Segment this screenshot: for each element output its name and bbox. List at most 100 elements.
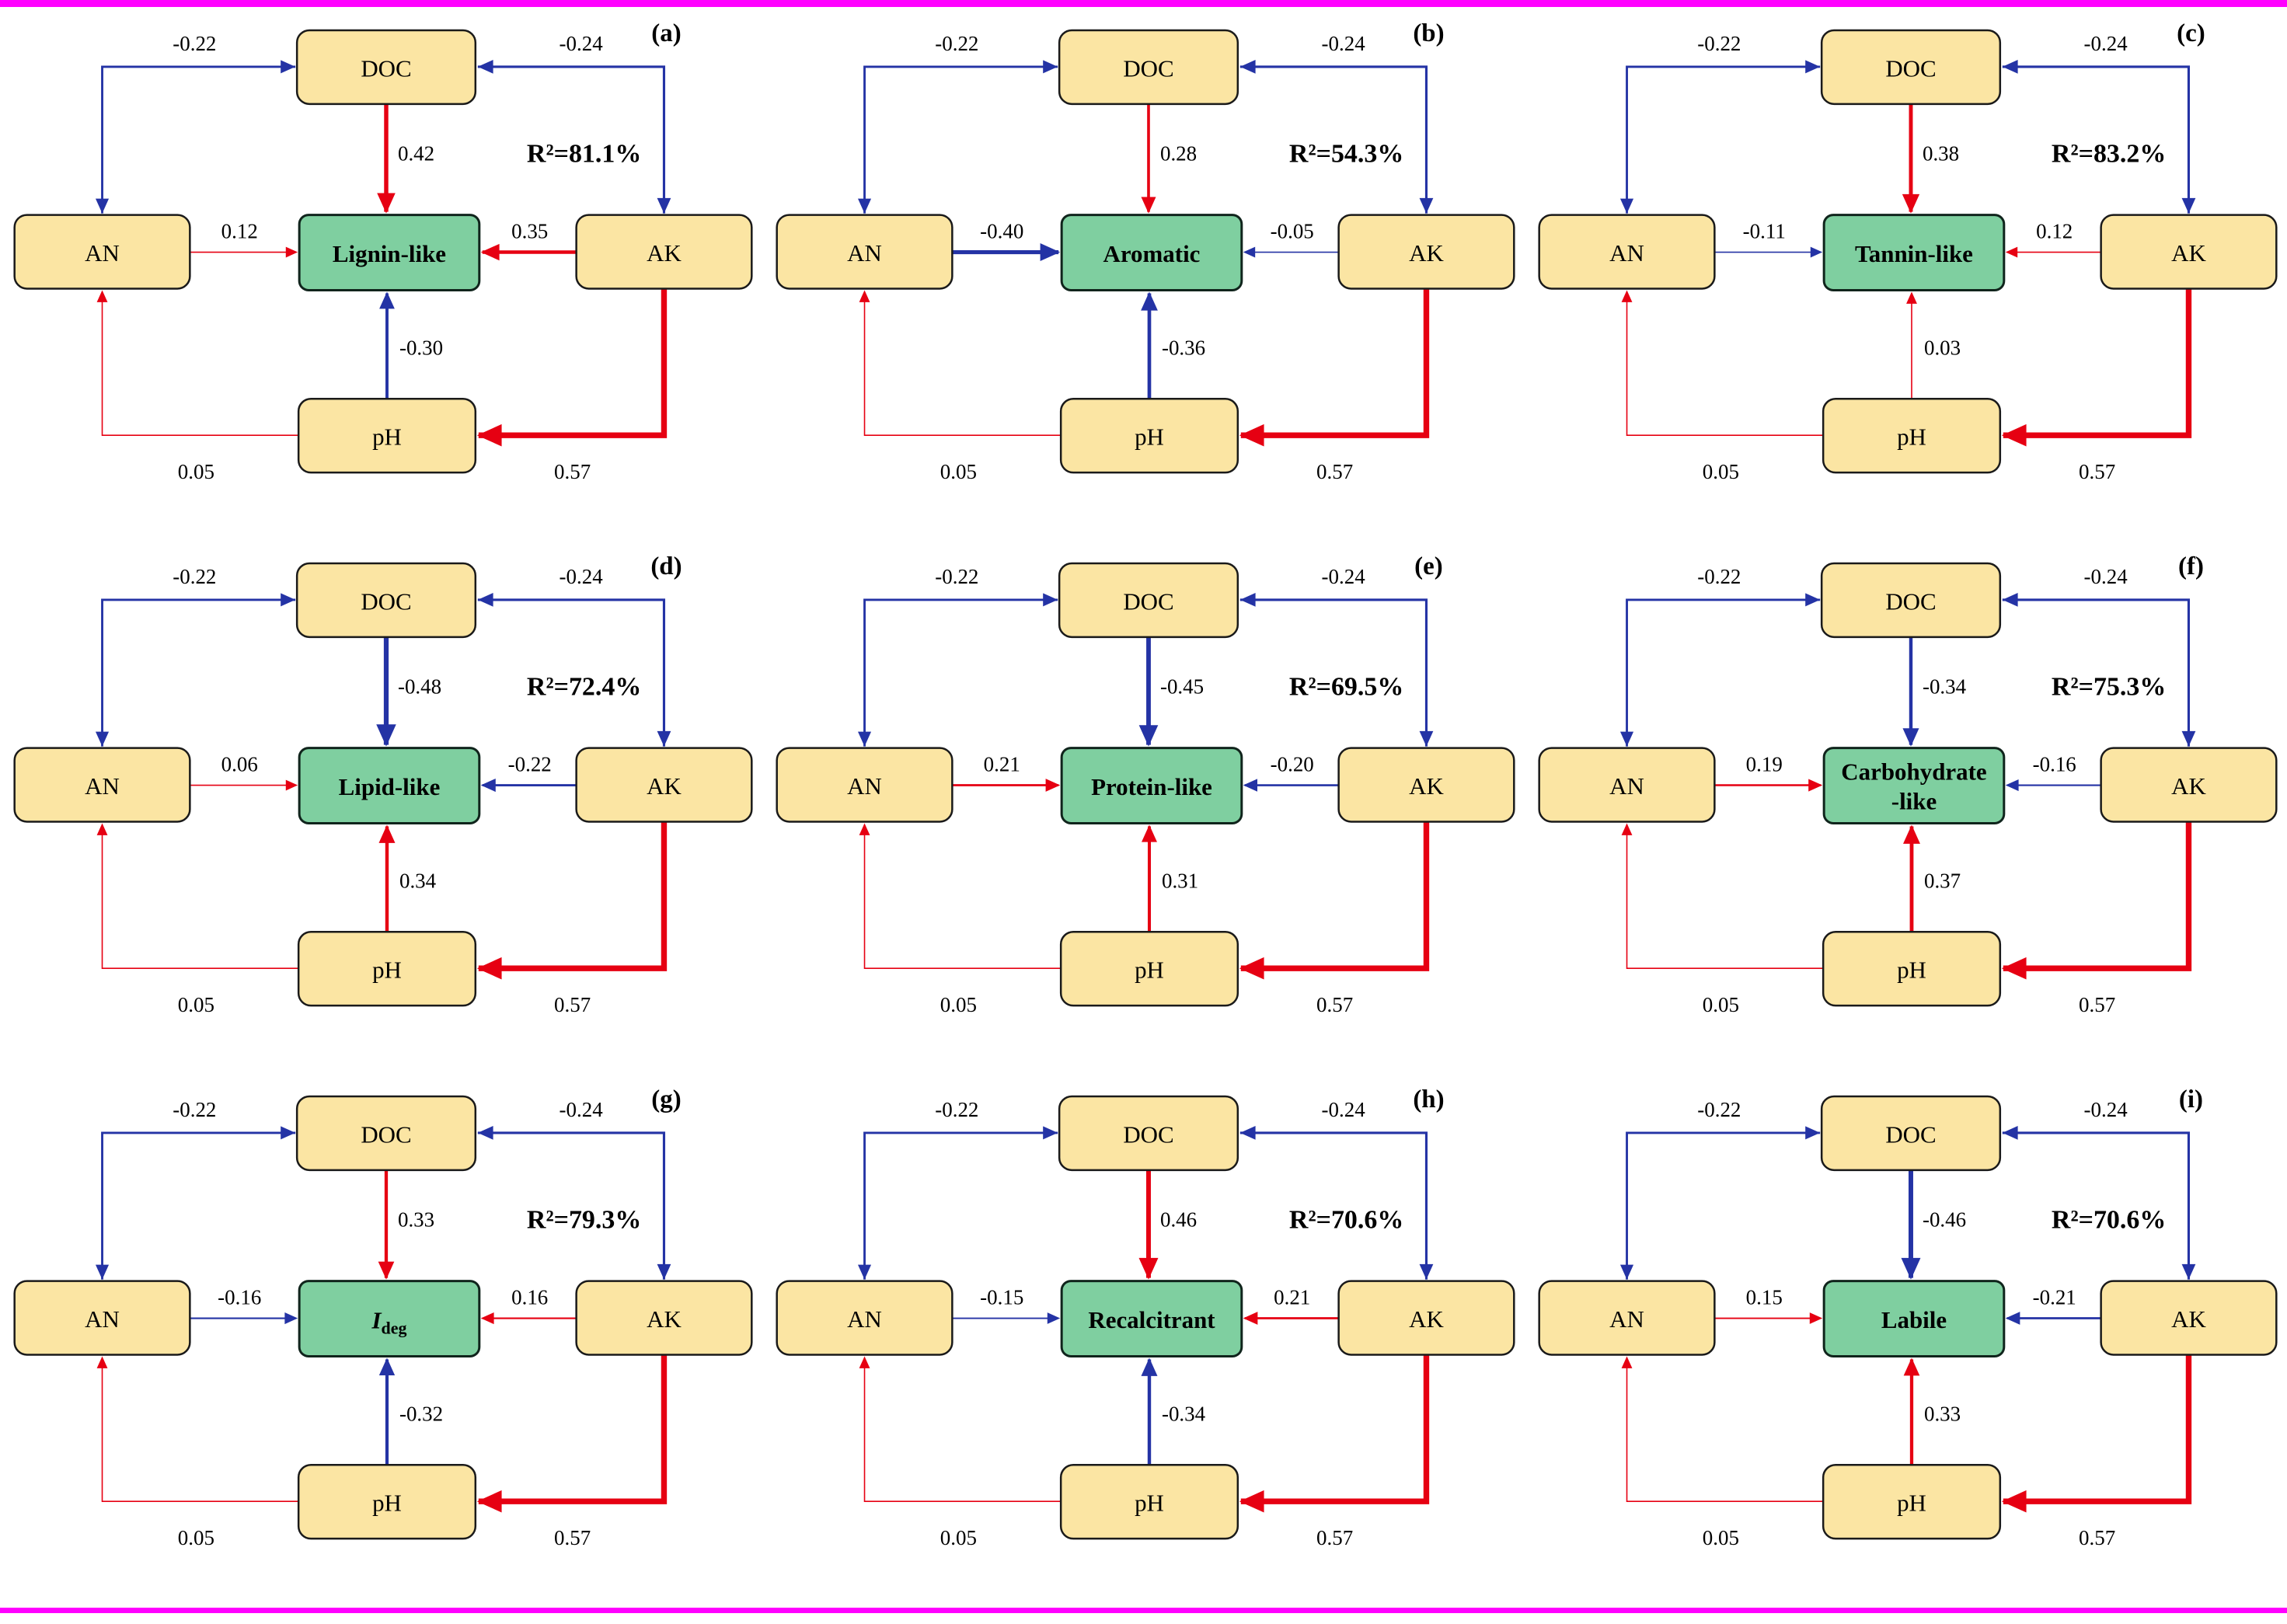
- edge-ph-to-an: 0.05: [96, 823, 299, 1016]
- r-squared-value: R²=83.2%: [2052, 140, 2166, 169]
- edge-ak-to-doc: -0.24: [477, 1098, 671, 1280]
- node-ph-label: pH: [1897, 957, 1926, 984]
- node-doc: [295, 29, 477, 106]
- arrowhead: [1805, 1126, 1821, 1140]
- coef-doc-center: 0.28: [1160, 142, 1197, 166]
- arrowhead: [1141, 197, 1156, 214]
- edge-line: [1239, 1131, 1428, 1280]
- arrowhead: [657, 197, 671, 214]
- panel-letter: (c): [2177, 19, 2205, 47]
- node-ak: [1337, 214, 1515, 290]
- coef-ph-center: 0.34: [399, 869, 437, 892]
- coef-an-center: 0.06: [221, 753, 258, 776]
- node-an-label: AN: [1609, 772, 1644, 800]
- node-doc: [1820, 1095, 2002, 1172]
- edge-ph-to-an: 0.05: [1621, 1356, 1824, 1549]
- edge-doc-to-center: -0.48: [376, 636, 441, 747]
- coef-ak-ph: 0.57: [1316, 993, 1353, 1016]
- edge-ak-to-doc: -0.24: [477, 565, 671, 747]
- arrowhead: [378, 824, 396, 843]
- node-an: [13, 747, 191, 823]
- center-node-label: Protein-like: [1091, 773, 1212, 800]
- edge-ak-to-ph: 0.57: [476, 1354, 668, 1549]
- arrowhead: [96, 290, 108, 302]
- edge-ak-to-doc: -0.24: [1239, 565, 1434, 747]
- edge-line: [2002, 598, 2191, 747]
- coef-doc-center: 0.33: [398, 1208, 434, 1232]
- coef-ak-doc: -0.24: [2084, 1098, 2128, 1121]
- panel-letter: (d): [650, 552, 682, 580]
- node-an-label: AN: [847, 239, 882, 267]
- node-doc-label: DOC: [1885, 1120, 1936, 1148]
- arrowhead: [1239, 59, 1256, 74]
- sem-panel-i: -0.22 -0.24 0.57 0.05 -0.46 0.15 -0.21 0…: [1538, 1086, 2278, 1549]
- r-squared-value: R²=70.6%: [2052, 1206, 2166, 1235]
- edge-ph-to-center: 0.34: [378, 824, 437, 932]
- node-ph: [297, 1464, 477, 1540]
- arrowhead: [376, 724, 396, 747]
- node-center: [1822, 214, 2006, 291]
- coef-ph-center: -0.30: [399, 336, 443, 359]
- node-ph: [297, 931, 477, 1007]
- arrowhead: [1239, 592, 1256, 607]
- coef-an-center: -0.40: [980, 220, 1023, 243]
- edge-ph-to-center: 0.37: [1903, 824, 1961, 932]
- arrowhead: [95, 1264, 110, 1280]
- edge-line: [1626, 65, 1821, 214]
- sem-panel-g: -0.22 -0.24 0.57 0.05 0.33 -0.16 0.16 -0…: [13, 1086, 753, 1549]
- coef-ak-center: -0.20: [1271, 753, 1314, 776]
- arrowhead: [95, 198, 110, 214]
- edge-ph-to-an: 0.05: [1621, 290, 1824, 483]
- arrowhead: [1621, 823, 1633, 835]
- node-doc: [1820, 562, 2002, 639]
- arrowhead: [859, 1356, 870, 1368]
- center-node-label: Aromatic: [1103, 240, 1201, 267]
- arrowhead: [857, 198, 872, 214]
- coef-ak-center: 0.21: [1274, 1286, 1310, 1309]
- arrowhead: [2181, 730, 2196, 747]
- arrowhead: [378, 1357, 396, 1376]
- arrowhead: [1419, 197, 1434, 214]
- edge-doc-to-center: 0.28: [1141, 103, 1197, 214]
- node-an-label: AN: [1609, 1305, 1644, 1333]
- arrowhead: [1043, 593, 1058, 607]
- coef-ak-ph: 0.57: [1316, 460, 1353, 483]
- arrowhead: [281, 1126, 296, 1140]
- edge-line: [478, 1354, 668, 1504]
- edge-ak-to-ph: 0.57: [1239, 1354, 1430, 1549]
- arrowhead: [95, 731, 110, 747]
- r-squared-value: R²=79.3%: [527, 1206, 641, 1235]
- node-ph: [1822, 398, 2002, 474]
- arrowhead: [1243, 1312, 1258, 1325]
- arrowhead: [1045, 779, 1061, 792]
- arrowhead: [285, 246, 298, 258]
- edge-ph-to-an: 0.05: [1621, 823, 1824, 1016]
- coef-ph-an: 0.05: [940, 1526, 977, 1549]
- panel-grid: -0.22 -0.24 0.57 0.05 0.42 0.12 0.35 -0.…: [0, 7, 2287, 1608]
- coef-an-doc: -0.22: [173, 565, 216, 588]
- node-an-label: AN: [85, 772, 120, 800]
- arrowhead: [1239, 1125, 1256, 1140]
- edge-line: [863, 1357, 1062, 1502]
- coef-an-center: 0.19: [1746, 753, 1783, 776]
- edge-line: [101, 1131, 296, 1280]
- arrowhead: [1142, 824, 1157, 842]
- node-ph-label: pH: [372, 957, 402, 984]
- arrowhead: [1419, 1263, 1434, 1280]
- sem-panel-b: -0.22 -0.24 0.57 0.05 0.28 -0.40 -0.05 -…: [776, 19, 1515, 483]
- coef-doc-center: 0.38: [1923, 142, 1959, 166]
- node-an-label: AN: [847, 772, 882, 800]
- arrowhead: [2181, 197, 2196, 214]
- arrowhead: [2005, 1312, 2020, 1325]
- arrowhead: [1138, 725, 1159, 747]
- edge-line: [478, 288, 668, 438]
- edge-line: [863, 65, 1058, 214]
- arrowhead: [1902, 728, 1919, 747]
- coef-ph-an: 0.05: [178, 460, 214, 483]
- edge-line: [1240, 821, 1430, 971]
- r-squared-value: R²=54.3%: [1289, 140, 1403, 169]
- coef-ph-an: 0.05: [178, 1526, 214, 1549]
- edge-ph-to-center: -0.36: [1141, 291, 1205, 399]
- coef-ak-ph: 0.57: [554, 460, 591, 483]
- edge-line: [1240, 1354, 1430, 1504]
